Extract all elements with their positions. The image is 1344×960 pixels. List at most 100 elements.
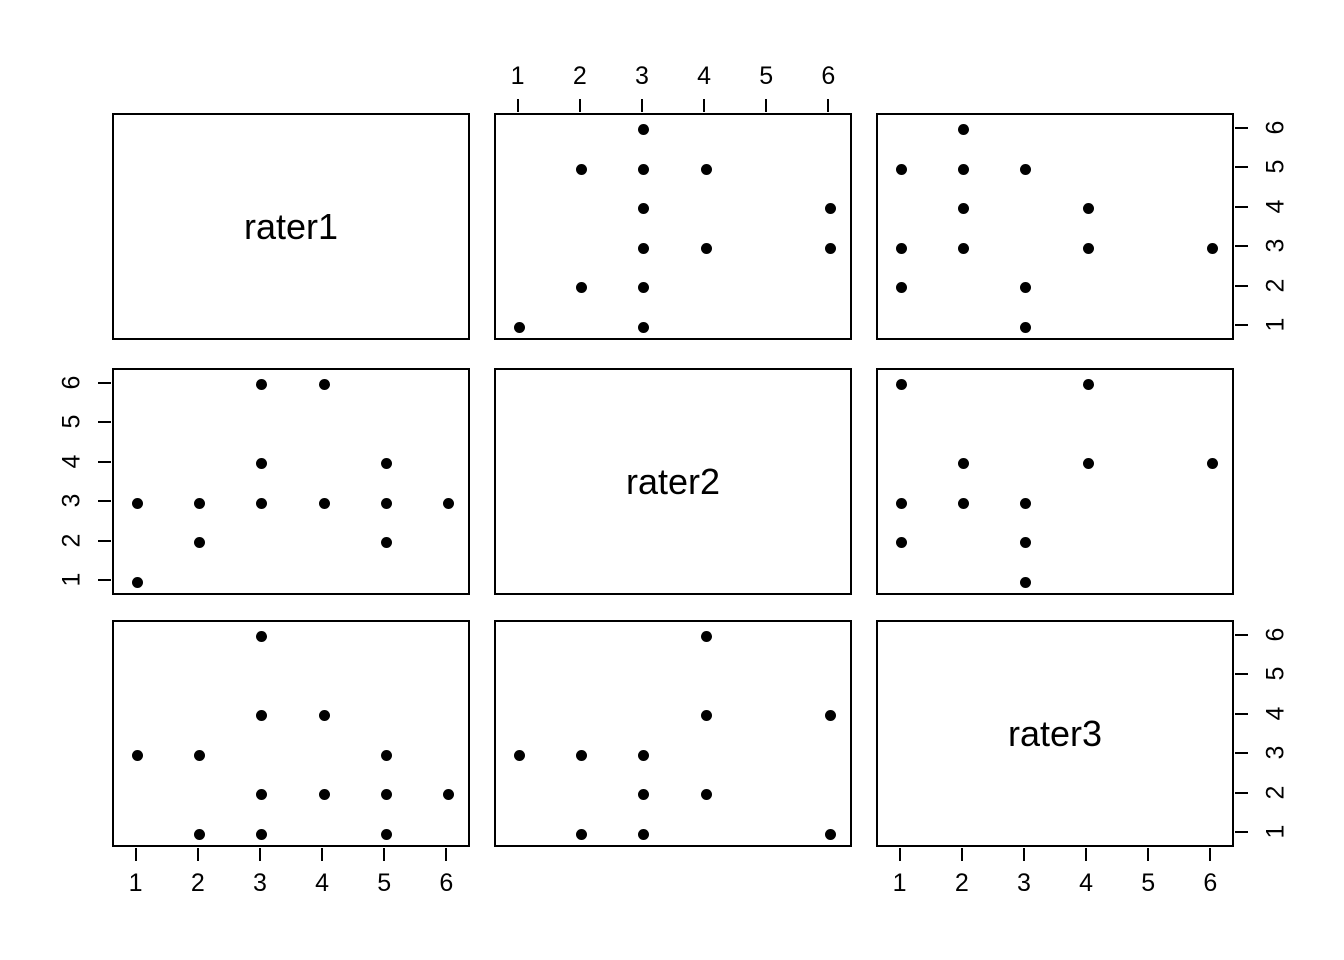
axis-tick-mark: [1235, 245, 1248, 248]
axis-tick-label: 5: [377, 869, 392, 897]
data-point: [442, 789, 454, 801]
axis-tick-label: 4: [1261, 199, 1290, 214]
diagonal-label-rater3: rater3: [1007, 712, 1103, 754]
data-point: [700, 163, 712, 175]
data-point: [256, 458, 268, 470]
data-point: [442, 497, 454, 509]
axis-tick-mark: [827, 99, 830, 112]
axis-tick-label: 1: [1261, 824, 1290, 839]
data-point: [638, 282, 650, 294]
data-point: [318, 789, 330, 801]
axis-tick-label: 3: [1016, 869, 1031, 897]
axis-tick-mark: [1235, 166, 1248, 169]
axis-tick-mark: [1235, 324, 1248, 327]
data-point: [896, 537, 908, 549]
data-point: [1020, 163, 1032, 175]
data-point: [638, 828, 650, 840]
panel-r0-c0: rater1: [112, 113, 470, 340]
data-point: [896, 282, 908, 294]
data-point: [824, 203, 836, 215]
data-point: [256, 828, 268, 840]
axis-tick-label: 3: [1261, 745, 1290, 760]
data-point: [194, 828, 206, 840]
axis-tick-mark: [1022, 848, 1025, 861]
diagonal-label-rater2: rater2: [625, 460, 721, 502]
panel-plot-area: rater3: [878, 622, 1232, 845]
axis-tick-mark: [1209, 848, 1212, 861]
panel-r0-c2: [876, 113, 1234, 340]
data-point: [896, 379, 908, 391]
axis-tick-mark: [383, 848, 386, 861]
panel-plot-area: rater2: [496, 370, 850, 593]
data-point: [576, 163, 588, 175]
axis-tick-label: 2: [954, 869, 969, 897]
data-point: [824, 242, 836, 254]
panel-r1-c1: rater2: [494, 368, 852, 595]
axis-tick-label: 4: [57, 454, 86, 469]
axis-tick-label: 1: [1261, 317, 1290, 332]
axis-tick-label: 4: [1079, 869, 1094, 897]
axis-tick-label: 4: [315, 869, 330, 897]
data-point: [514, 321, 526, 333]
axis-tick-mark: [1235, 752, 1248, 755]
axis-tick-mark: [765, 99, 768, 112]
panel-plot-area: [878, 370, 1232, 593]
data-point: [380, 828, 392, 840]
data-point: [576, 828, 588, 840]
panel-r1-c0: [112, 368, 470, 595]
axis-tick-label: 2: [57, 533, 86, 548]
axis-tick-label: 2: [1261, 278, 1290, 293]
data-point: [194, 497, 206, 509]
axis-tick-label: 3: [1261, 238, 1290, 253]
data-point: [380, 537, 392, 549]
data-point: [958, 203, 970, 215]
axis-tick-mark: [445, 848, 448, 861]
diagonal-label-rater1: rater1: [243, 205, 339, 247]
axis-tick-mark: [1147, 848, 1150, 861]
data-point: [824, 828, 836, 840]
axis-tick-label: 5: [1261, 666, 1290, 681]
axis-tick-label: 5: [1261, 159, 1290, 174]
data-point: [256, 379, 268, 391]
data-point: [380, 789, 392, 801]
axis-tick-mark: [703, 99, 706, 112]
axis-tick-label: 3: [57, 493, 86, 508]
panel-plot-area: [878, 115, 1232, 338]
data-point: [380, 497, 392, 509]
data-point: [1020, 282, 1032, 294]
data-point: [1020, 537, 1032, 549]
panel-plot-area: rater1: [114, 115, 468, 338]
axis-tick-mark: [578, 99, 581, 112]
axis-tick-label: 6: [821, 62, 836, 90]
data-point: [318, 497, 330, 509]
axis-tick-label: 2: [572, 62, 587, 90]
data-point: [256, 710, 268, 722]
data-point: [1206, 242, 1218, 254]
axis-tick-mark: [321, 848, 324, 861]
axis-tick-label: 3: [252, 869, 267, 897]
axis-tick-label: 5: [57, 414, 86, 429]
data-point: [1020, 576, 1032, 588]
data-point: [1082, 203, 1094, 215]
axis-tick-mark: [134, 848, 137, 861]
data-point: [380, 458, 392, 470]
data-point: [132, 749, 144, 761]
axis-tick-label: 4: [1261, 706, 1290, 721]
data-point: [700, 789, 712, 801]
data-point: [896, 163, 908, 175]
axis-tick-label: 1: [128, 869, 143, 897]
axis-tick-label: 6: [1203, 869, 1218, 897]
axis-tick-mark: [1235, 673, 1248, 676]
axis-tick-label: 6: [1261, 627, 1290, 642]
data-point: [194, 749, 206, 761]
axis-tick-mark: [1235, 791, 1248, 794]
data-point: [1082, 242, 1094, 254]
data-point: [256, 789, 268, 801]
axis-tick-mark: [1235, 284, 1248, 287]
axis-tick-mark: [196, 848, 199, 861]
data-point: [576, 282, 588, 294]
data-point: [514, 749, 526, 761]
panel-plot-area: [496, 622, 850, 845]
panel-plot-area: [114, 622, 468, 845]
axis-tick-label: 5: [759, 62, 774, 90]
